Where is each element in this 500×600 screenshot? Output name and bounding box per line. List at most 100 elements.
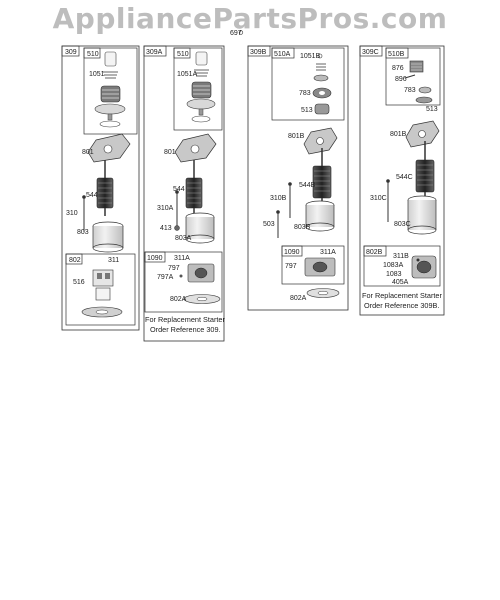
part-label: 1051A [177,71,198,78]
part-label: 801B [390,131,407,138]
inset-box [83,47,138,135]
part-label: 544 [173,186,185,193]
subassembly-id: 1090 [284,249,300,256]
panel-frame [143,45,225,342]
panel-309: 309 510 1051 801 544 [61,45,140,331]
part-label: 310C [370,195,387,202]
panel-id-box [359,45,383,57]
washer-icon [174,225,180,231]
armature-icon [185,160,203,216]
end-cap-icon [405,120,440,148]
brush-plate-icon [411,255,437,279]
subassembly-id-box [281,245,303,257]
subassembly-id: 802B [366,249,383,256]
inset-box [385,47,441,106]
through-bolt-icon [276,182,292,238]
subassembly-id-box [144,251,166,263]
end-cap-icon [174,133,217,163]
watermark-logo: AppliancePartsPros.com [52,2,448,35]
part-label: 544C [396,174,413,181]
part-label: 801 [164,149,176,156]
replacement-note-line1: For Replacement Starter [145,315,225,324]
through-bolt-icon [175,190,179,226]
panel-id-box [247,45,271,57]
part-label: 413 [160,225,172,232]
part-label: 1083 [386,271,402,278]
part-label: 1051 [89,71,105,78]
part-label: 803 [77,229,89,236]
armature-icon [415,141,435,200]
housing-icon [185,212,215,244]
part-label: 311A [174,255,190,262]
part-label: 876 [392,65,404,72]
subassembly-id: 802 [69,257,81,264]
part-label: 310B [270,195,287,202]
panel-309b: 309B 510A 1051B 783 513 801B 544B [247,45,349,311]
panel-id-box [61,45,80,57]
armature-icon [312,148,332,206]
panel-id: 309A [146,49,163,56]
brush-plate-icon [304,257,340,298]
drive-gear-icon [312,53,332,115]
inset-id-box [271,47,295,59]
part-label: 310 [66,210,78,217]
label-top-part: 697 [230,30,242,37]
inset-id: 510B [388,51,405,58]
panel-frame [247,45,349,311]
panel-309c: 309C 510B 876 896 783 513 801B 544C [359,45,445,316]
part-label: 802A [290,295,307,302]
subassembly-id-box [65,253,83,265]
subassembly-id: 1090 [147,255,163,262]
top-part-icon [238,30,244,35]
subassembly-id-box [363,245,387,257]
housing-icon [305,200,335,232]
housing-icon [407,195,437,235]
inset-id: 510A [274,51,291,58]
inset-id: 510 [177,51,189,58]
part-label: 797 [168,265,180,272]
part-label: 803C [394,221,411,228]
brush-plate-icon [81,269,123,318]
replacement-note-line2: Order Reference 309B. [364,301,439,310]
subassembly-box [363,245,441,287]
drive-gear-icon [186,51,216,123]
part-label: 503 [263,221,275,228]
subassembly-box [65,253,136,326]
inset-id-box [173,47,191,59]
panel-309a: 309A 510 1051A 801 544 [143,45,225,342]
end-cap-icon [303,127,338,155]
subassembly-box [144,251,223,313]
part-label: 311B [393,253,409,260]
part-label: 311 [108,257,119,264]
part-label: 797A [157,274,174,281]
part-label: 1051B [300,53,321,60]
part-label: 801B [288,133,305,140]
part-label: 1083A [383,262,404,269]
drive-gear-icon [404,60,433,104]
inset-id-box [83,47,101,59]
drive-gear-icon [94,51,126,128]
part-label: 803A [175,235,192,242]
panel-id-box [143,45,167,57]
end-cap-icon [87,133,131,163]
part-label: 802A [170,296,187,303]
panel-frame [359,45,445,316]
part-label: 513 [426,106,438,113]
part-label: 896 [395,76,407,83]
panel-id: 309C [362,49,379,56]
part-label: 801 [82,149,94,156]
replacement-note-line1: For Replacement Starter [362,291,442,300]
part-label: 544 [86,192,98,199]
panel-id: 309 [65,49,77,56]
brush-plate-icon [179,263,221,304]
inset-id: 510 [87,51,99,58]
inset-box [173,47,223,131]
part-label: 797 [285,263,297,270]
part-label: 311A [320,249,336,256]
inset-box [271,47,345,121]
part-label: 544B [299,182,316,189]
part-label: 803B [294,224,311,231]
part-label: 310A [157,205,174,212]
part-label: 513 [301,107,313,114]
